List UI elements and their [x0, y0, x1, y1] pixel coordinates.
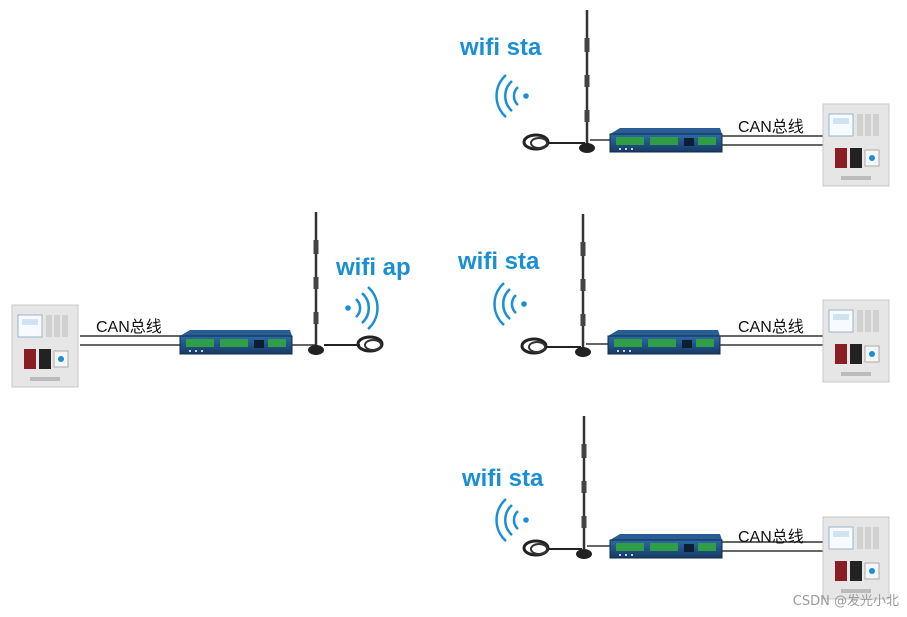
gateway-device-sta-3	[609, 533, 723, 559]
watermark: CSDN @发光小北	[792, 594, 899, 609]
wifi-signal-icon	[495, 497, 531, 543]
antenna-icon	[573, 212, 593, 359]
sta-node-3	[495, 414, 890, 600]
gateway-device-sta-1	[609, 127, 723, 153]
wifi-sta-label-2: wifi sta	[458, 248, 540, 275]
wifi-signal-icon	[493, 281, 529, 327]
gateway-device-ap	[179, 329, 293, 355]
wifi-signal-icon	[495, 73, 531, 119]
can-bus-label-sta-3: CAN总线	[738, 529, 804, 546]
sta-node-2	[493, 212, 890, 383]
ap-node	[11, 210, 384, 388]
controller-panel-sta-2	[822, 299, 890, 383]
controller-panel-sta-3	[822, 516, 890, 600]
antenna-icon	[577, 8, 597, 155]
cable-coil-icon	[356, 335, 384, 353]
wifi-sta-label-1: wifi sta	[460, 34, 542, 61]
wifi-sta-label-3: wifi sta	[462, 465, 544, 492]
antenna-icon	[306, 210, 326, 357]
sta-node-1	[495, 8, 890, 187]
can-bus-label-sta-2: CAN总线	[738, 319, 804, 336]
wifi-signal-icon	[343, 285, 379, 331]
antenna-icon	[574, 414, 594, 561]
controller-panel-ap	[11, 304, 79, 388]
gateway-device-sta-2	[607, 329, 721, 355]
controller-panel-sta-1	[822, 103, 890, 187]
cable-coil-icon	[522, 133, 550, 151]
can-bus-label-sta-1: CAN总线	[738, 119, 804, 136]
cable-coil-icon	[522, 539, 550, 557]
can-bus-label-ap: CAN总线	[96, 319, 162, 336]
wifi-ap-label: wifi ap	[336, 254, 411, 281]
cable-coil-icon	[520, 337, 548, 355]
